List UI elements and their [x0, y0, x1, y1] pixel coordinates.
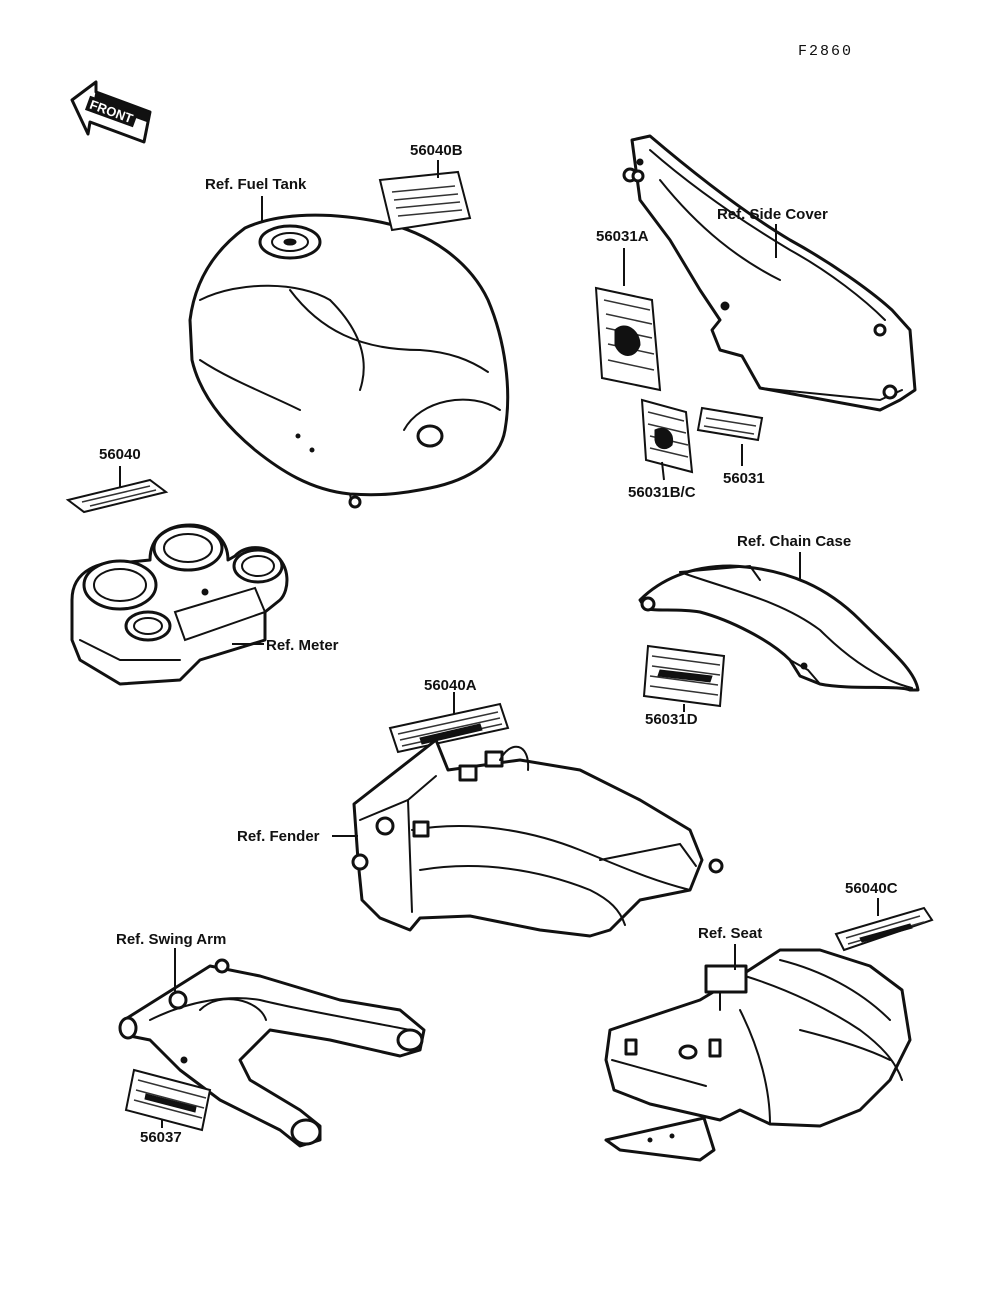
fuel-tank-illustration [188, 213, 510, 509]
chain-case-illustration [638, 564, 920, 692]
label-56031: 56031 [723, 470, 765, 487]
swing-arm-illustration [118, 958, 426, 1148]
label-ref-seat: Ref. Seat [698, 925, 763, 942]
diagram-code: F2860 [798, 43, 854, 60]
decal-56031a-illustration [594, 286, 662, 392]
label-56031a: 56031A [596, 228, 649, 245]
decal-56040-illustration [65, 478, 169, 514]
label-56040: 56040 [99, 446, 141, 463]
fender-illustration [351, 738, 724, 938]
label-ref-swing-arm: Ref. Swing Arm [116, 931, 227, 948]
leader-lines [119, 160, 879, 1128]
decal-56040c-illustration [834, 906, 934, 952]
decal-56040a-illustration [388, 702, 510, 754]
decal-56031-illustration [696, 406, 764, 442]
label-ref-side-cover: Ref. Side Cover [717, 206, 828, 223]
decal-56037-illustration [124, 1068, 212, 1132]
decal-56031d-illustration [642, 644, 726, 708]
label-56040a: 56040A [424, 677, 477, 694]
label-56040b: 56040B [410, 142, 463, 159]
label-ref-meter: Ref. Meter [266, 637, 339, 654]
seat-illustration [604, 948, 912, 1162]
label-ref-fuel-tank: Ref. Fuel Tank [205, 176, 307, 193]
meter-illustration [70, 523, 289, 686]
decal-56040b-illustration [378, 170, 472, 232]
label-56031d: 56031D [645, 711, 698, 728]
label-56037: 56037 [140, 1129, 182, 1146]
label-56031bc: 56031B/C [628, 484, 696, 501]
side-cover-illustration [622, 134, 917, 412]
decal-56031bc-illustration [640, 398, 694, 474]
label-ref-fender: Ref. Fender [237, 828, 320, 845]
label-56040c: 56040C [845, 880, 898, 897]
label-ref-chain-case: Ref. Chain Case [737, 533, 852, 550]
